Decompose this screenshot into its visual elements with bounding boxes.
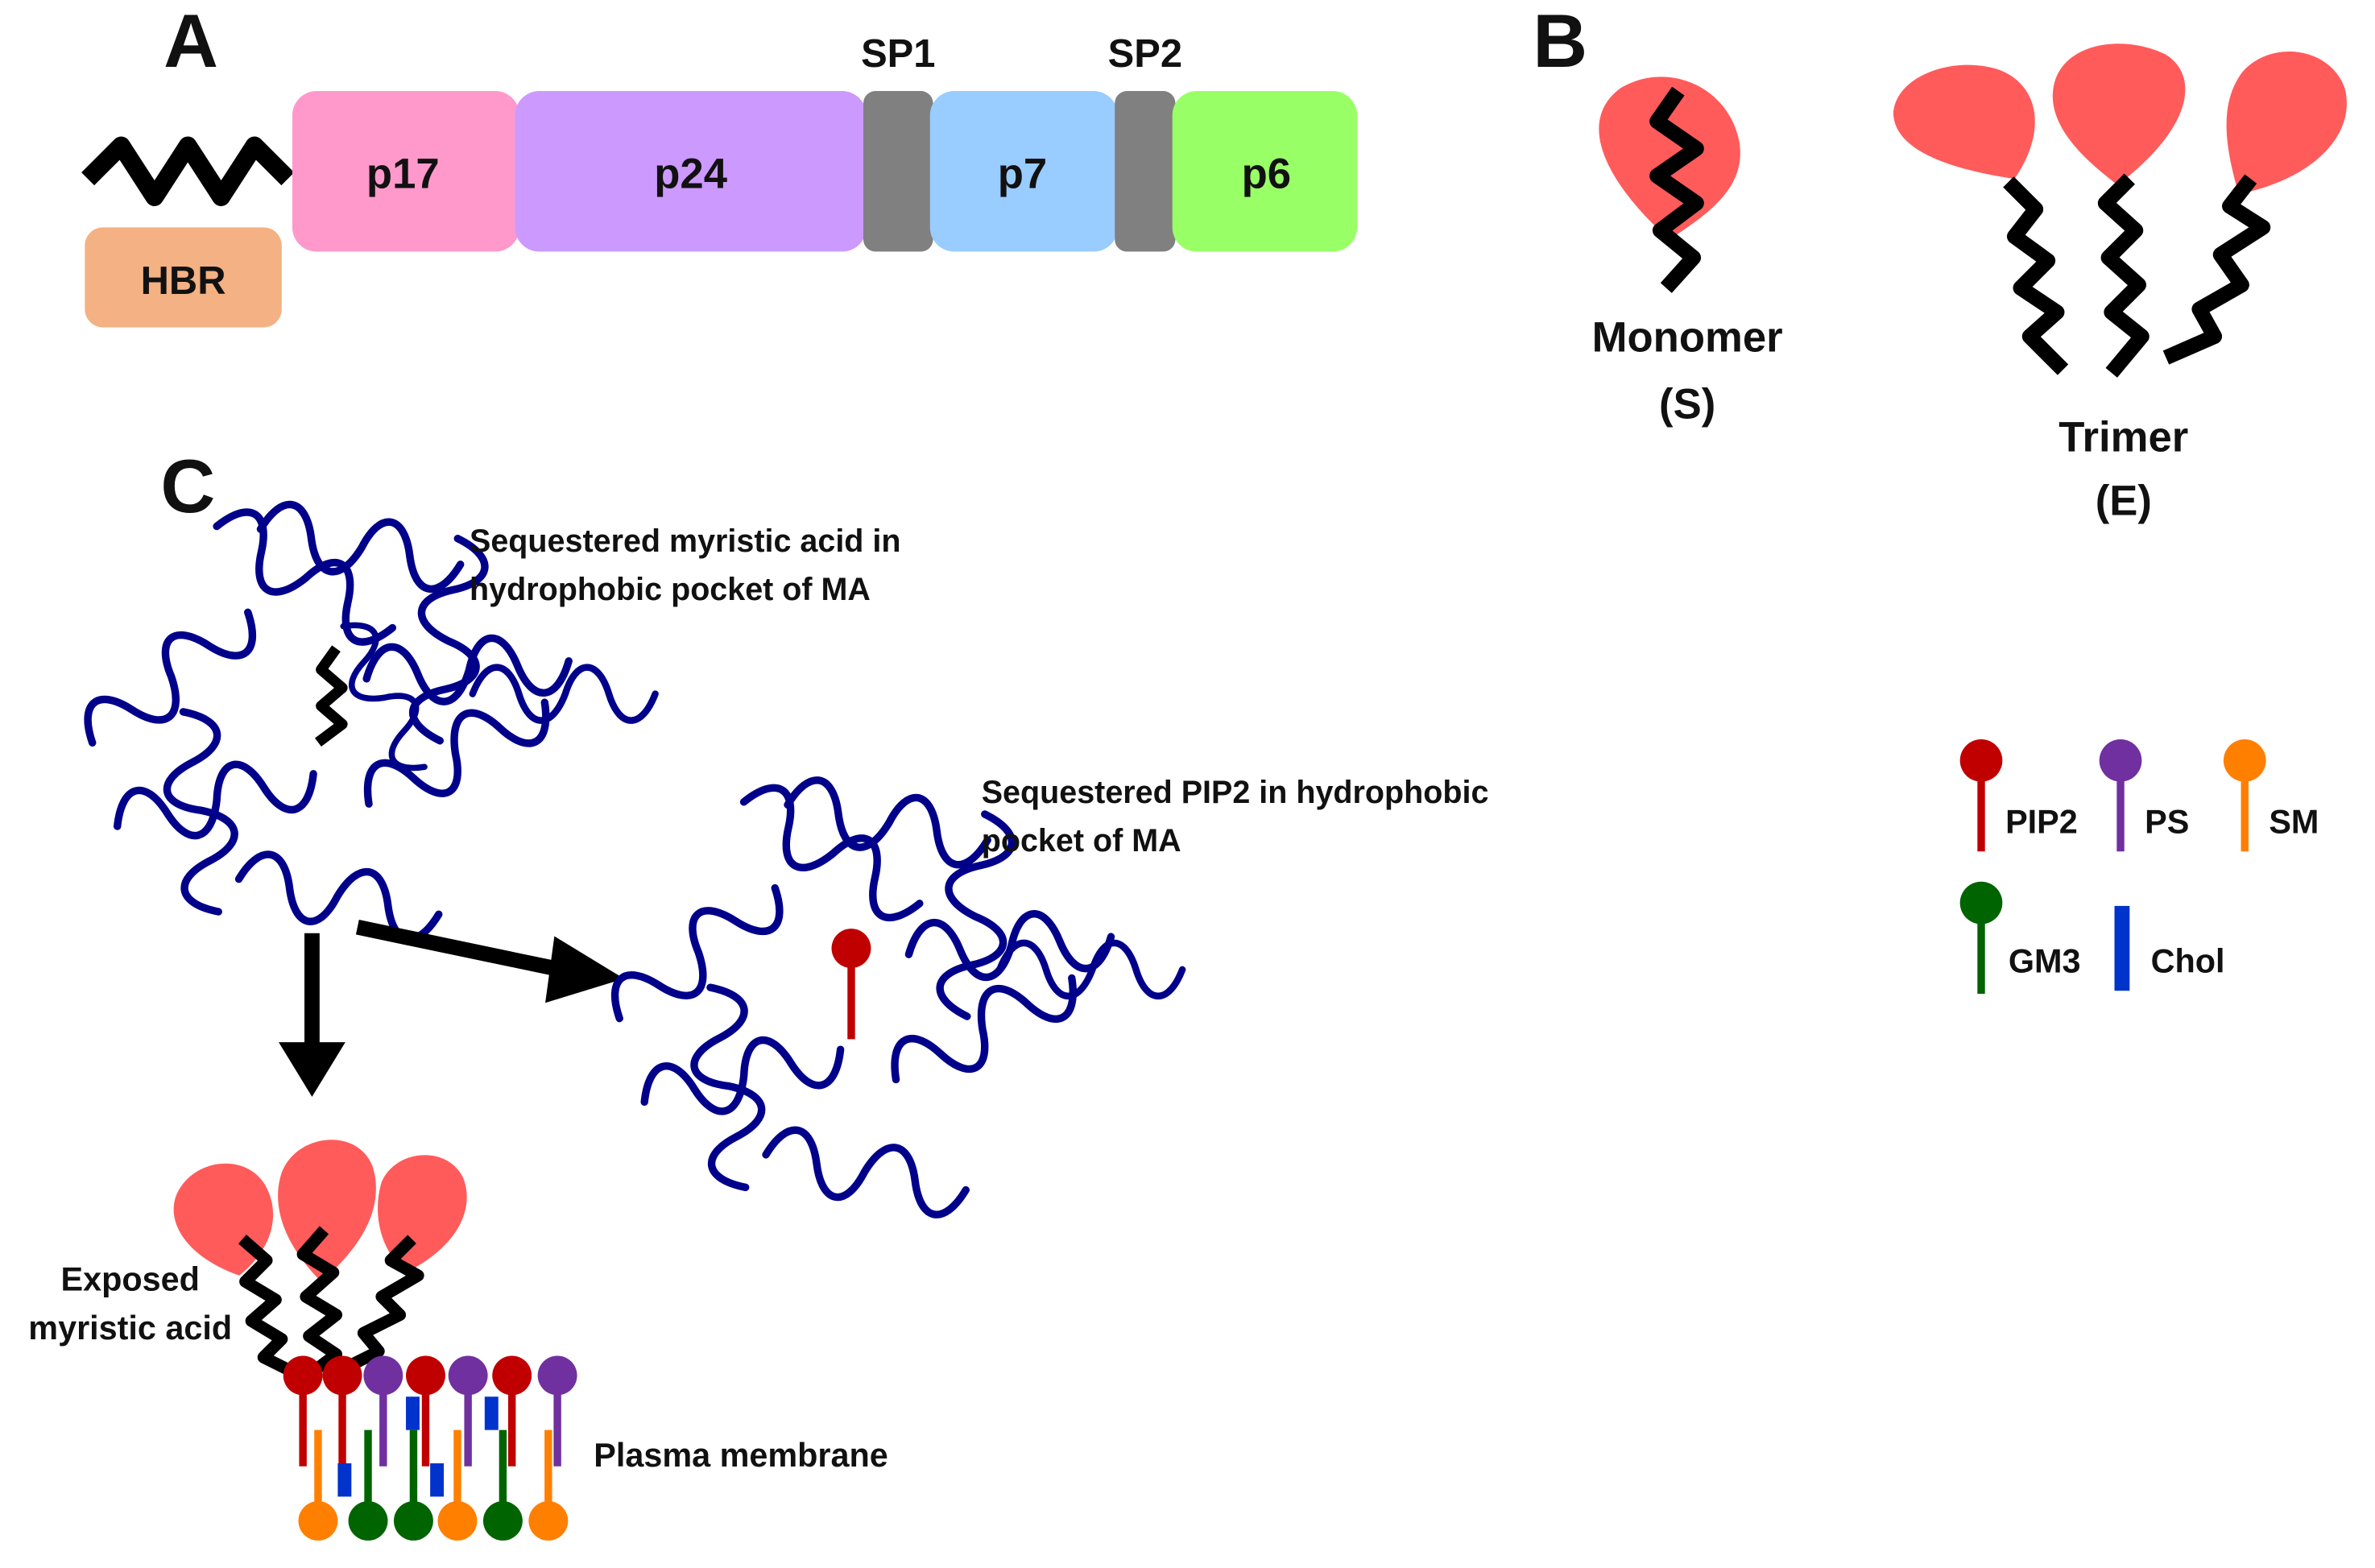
ma-protein-sequestered-myristate — [73, 500, 655, 943]
exposed-label-line-1: Exposed — [61, 1261, 200, 1298]
monomer-shape — [1599, 77, 1740, 293]
pip2-note-line-2: pocket of MA — [982, 823, 1181, 858]
arrow-down — [279, 933, 345, 1097]
panel-a-letter: A — [163, 0, 218, 83]
legend-label-ps: PS — [2145, 804, 2189, 841]
membrane-outer-leaflet — [283, 1355, 577, 1467]
trimer-shape — [1893, 43, 2347, 378]
trimer-label: Trimer — [2058, 414, 2188, 461]
segment-p24-label: p24 — [654, 150, 727, 197]
segment-p24 — [515, 91, 867, 252]
hbr-label: HBR — [141, 259, 226, 303]
monomer-label: Monomer — [1592, 314, 1783, 362]
myristoyl-chain-zigzag — [81, 136, 295, 206]
myristic-note-line-1: Sequestered myristic acid in — [470, 523, 900, 559]
ma-protein-sequestered-pip2 — [601, 776, 1182, 1218]
segment-sp2 — [1115, 91, 1176, 252]
hbr-box — [85, 227, 282, 328]
segment-p6-label: p6 — [1242, 150, 1291, 197]
legend-label-pip2: PIP2 — [2005, 804, 2078, 841]
legend-item-gm3: GM3 — [1959, 881, 2081, 994]
segment-p17-label: p17 — [366, 150, 440, 197]
panel-b-letter: B — [1533, 0, 1587, 83]
monomer-state-label: (S) — [1659, 380, 1715, 428]
segment-p7 — [929, 91, 1118, 252]
segment-p6 — [1172, 91, 1358, 252]
arrow-right — [355, 920, 624, 1003]
panel-a: A HBR p17 p24 SP1 p7 SP2 p6 — [81, 0, 1358, 328]
trimer-state-label: (E) — [2096, 478, 2152, 525]
lipid-legend: PIP2 PS SM GM3 Chol — [1959, 739, 2319, 994]
exposed-label-line-2: myristic acid — [28, 1309, 232, 1347]
legend-label-gm3: GM3 — [2009, 943, 2081, 980]
legend-item-chol: Chol — [2114, 905, 2225, 991]
plasma-membrane-label: Plasma membrane — [594, 1437, 888, 1474]
panel-c: C Sequestered myristic acid in hydrophob… — [28, 444, 1488, 1541]
legend-item-sm: SM — [2223, 739, 2319, 852]
segment-p17 — [292, 91, 520, 252]
legend-item-ps: PS — [2099, 739, 2189, 852]
legend-label-chol: Chol — [2151, 943, 2225, 980]
membrane-bound-trimer — [173, 1140, 467, 1378]
sp1-label: SP1 — [861, 32, 935, 76]
sp2-label: SP2 — [1108, 32, 1182, 76]
segment-sp1 — [863, 91, 933, 252]
plasma-membrane — [283, 1355, 577, 1541]
pip2-note-line-1: Sequestered PIP2 in hydrophobic — [982, 775, 1489, 810]
legend-item-pip2: PIP2 — [1959, 739, 2078, 852]
panel-c-letter: C — [160, 444, 215, 528]
panel-b: B Monomer (S) Trimer (E) — [1533, 0, 2347, 525]
myristic-note-line-2: hydrophobic pocket of MA — [470, 572, 871, 607]
membrane-inner-leaflet — [298, 1429, 569, 1541]
segment-p7-label: p7 — [998, 150, 1047, 197]
legend-label-sm: SM — [2269, 804, 2319, 841]
